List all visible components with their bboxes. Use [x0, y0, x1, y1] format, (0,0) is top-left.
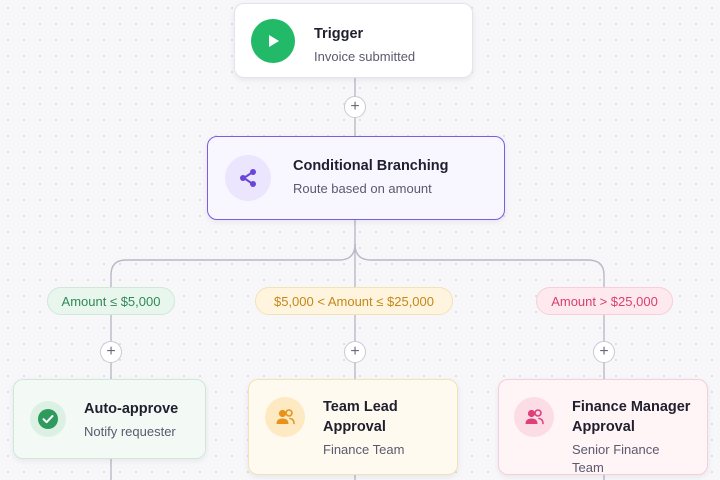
- branch-subtitle: Route based on amount: [293, 181, 432, 196]
- team-lead-approval-node[interactable]: Team Lead Approval Finance Team: [248, 379, 458, 475]
- finance-manager-approval-node[interactable]: Finance Manager Approval Senior Finance …: [498, 379, 708, 475]
- add-step-button[interactable]: +: [344, 96, 366, 118]
- condition-pill-mid[interactable]: $5,000 < Amount ≤ $25,000: [255, 287, 453, 315]
- team-lead-title: Team Lead Approval: [323, 399, 398, 435]
- trigger-subtitle: Invoice submitted: [314, 49, 416, 64]
- finance-manager-subtitle: Senior Finance Team: [572, 442, 660, 475]
- add-step-button-mid[interactable]: +: [344, 341, 366, 363]
- auto-approve-title: Auto-approve: [84, 401, 179, 417]
- users-icon: [265, 397, 305, 437]
- users-icon: [514, 397, 554, 437]
- auto-approve-subtitle: Notify requester: [84, 424, 176, 439]
- auto-approve-node[interactable]: Auto-approve Notify requester: [13, 379, 206, 459]
- add-step-button-high[interactable]: +: [593, 341, 615, 363]
- conditional-branch-node[interactable]: Conditional Branching Route based on amo…: [207, 136, 505, 220]
- check-circle-icon: [30, 401, 66, 437]
- share-branch-icon: [225, 155, 271, 201]
- add-step-button-low[interactable]: +: [100, 341, 122, 363]
- play-icon: [251, 19, 295, 63]
- condition-pill-low[interactable]: Amount ≤ $5,000: [47, 287, 175, 315]
- trigger-node[interactable]: Trigger Invoice submitted: [234, 3, 473, 78]
- finance-manager-title: Finance Manager Approval: [572, 399, 691, 435]
- condition-pill-high[interactable]: Amount > $25,000: [536, 287, 673, 315]
- trigger-title: Trigger: [314, 26, 364, 42]
- team-lead-subtitle: Finance Team: [323, 442, 405, 457]
- branch-title: Conditional Branching: [293, 158, 449, 174]
